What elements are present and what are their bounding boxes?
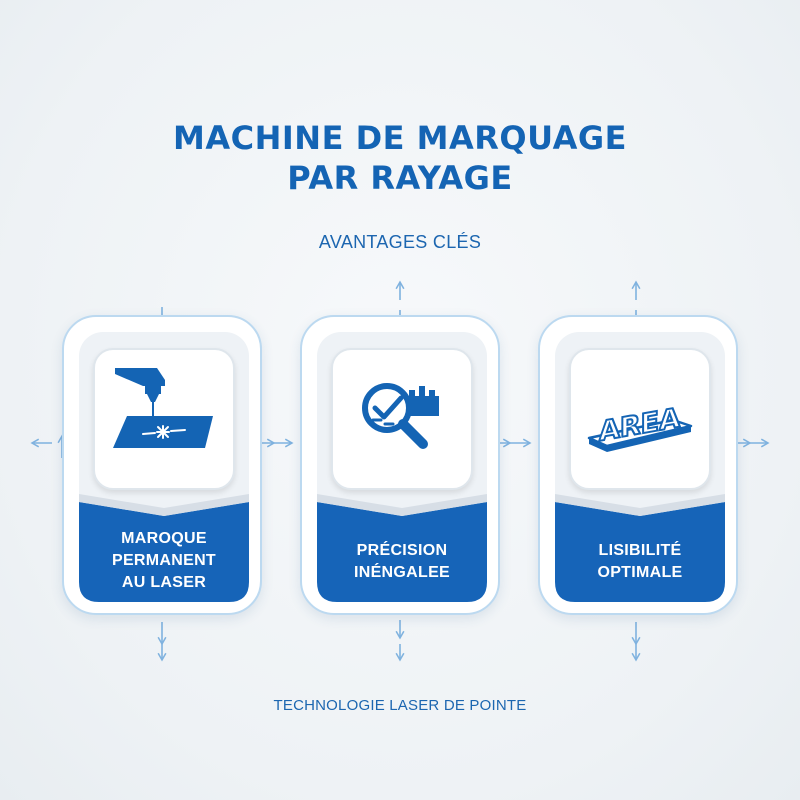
card-label: MAROQUE PERMANENT AU LASER (79, 528, 249, 594)
magnifier-check-icon (362, 383, 439, 449)
label-line: OPTIMALE (597, 564, 683, 581)
card-inner: MAROQUE PERMANENT AU LASER (79, 332, 249, 602)
card-inner: AREA LISIBILITÉ OPTIMALE (555, 332, 725, 602)
page-title: MACHINE DE MARQUAGE PAR RAYAGE (0, 118, 800, 198)
area-3d-text-icon: AREA (587, 402, 693, 452)
card-readability: AREA LISIBILITÉ OPTIMALE (538, 315, 738, 615)
title-line-2: PAR RAYAGE (287, 159, 513, 197)
page-subtitle: AVANTAGES CLÉS (318, 232, 482, 252)
label-line: AU LASER (121, 574, 207, 591)
label-line: LISIBILITÉ (598, 542, 682, 559)
label-banner (555, 494, 725, 602)
label-line: PERMANENT (111, 552, 217, 569)
card-label: PRÉCISION INÉNGALEE (317, 540, 487, 584)
card-label: LISIBILITÉ OPTIMALE (555, 540, 725, 584)
icon-box: AREA (569, 348, 711, 490)
label-banner (79, 494, 249, 602)
footer-tagline: TECHNOLOGIE LASER DE POINTE (273, 697, 527, 714)
title-line-1: MACHINE DE MARQUAGE (173, 119, 627, 157)
icon-box (93, 348, 235, 490)
card-permanent-marking: MAROQUE PERMANENT AU LASER (62, 315, 262, 615)
icon-box (331, 348, 473, 490)
label-banner (317, 494, 487, 602)
label-line: PRÉCISION (356, 542, 448, 559)
laser-marking-icon (113, 368, 213, 448)
label-line: MAROQUE (121, 530, 207, 547)
label-line: INÉNGALEE (353, 564, 451, 581)
card-inner: PRÉCISION INÉNGALEE (317, 332, 487, 602)
card-precision: PRÉCISION INÉNGALEE (300, 315, 500, 615)
